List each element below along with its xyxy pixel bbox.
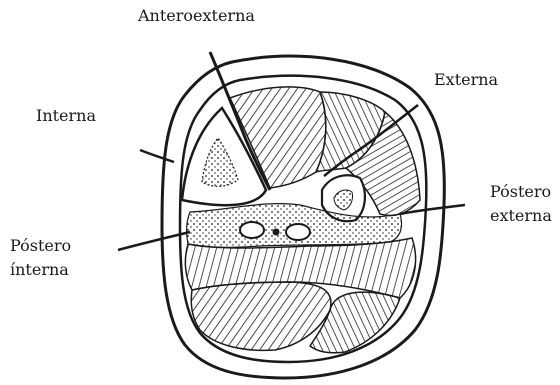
vessel-2 (286, 224, 310, 240)
vessel-3 (273, 229, 280, 236)
label-postero-externa-line2: externa (490, 206, 552, 226)
label-postero-externa-line1: Póstero (490, 182, 551, 202)
label-postero-interna-line1: Póstero (10, 236, 71, 256)
label-anteroexterna: Anteroexterna (138, 6, 255, 26)
label-externa: Externa (434, 70, 498, 90)
label-postero-interna-line2: ínterna (10, 260, 69, 280)
vessel-1 (240, 222, 264, 238)
label-interna: Interna (36, 106, 96, 126)
